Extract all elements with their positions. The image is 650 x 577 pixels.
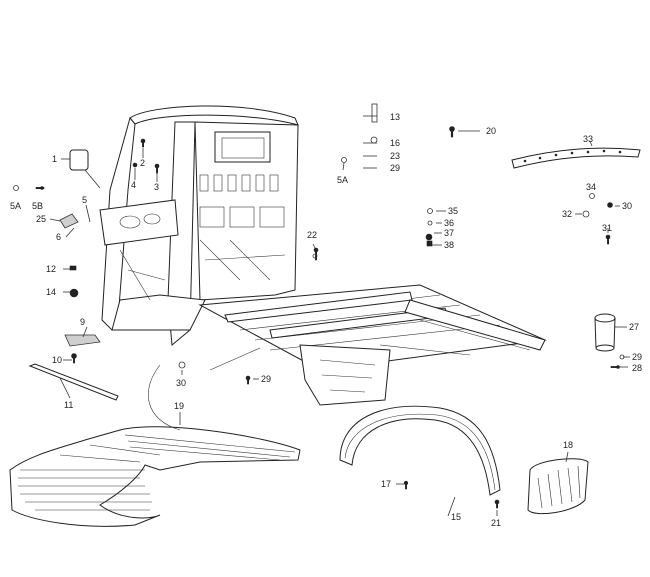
floor-mat (9, 426, 301, 527)
label-16: 16 (390, 138, 400, 148)
label-29-right: 29 (632, 352, 642, 362)
label-19: 19 (174, 401, 184, 411)
label-6: 6 (56, 232, 61, 242)
label-30-right: 30 (622, 201, 632, 211)
label-21: 21 (491, 518, 501, 528)
label-1: 1 (52, 154, 57, 164)
label-20: 20 (486, 126, 496, 136)
label-10: 10 (52, 355, 62, 365)
bracket-25 (59, 213, 79, 229)
label-25: 25 (36, 214, 46, 224)
label-22: 22 (307, 230, 317, 240)
label-28: 28 (632, 363, 642, 373)
mirror-1 (69, 149, 101, 189)
label-12: 12 (46, 264, 56, 274)
label-14: 14 (46, 287, 56, 297)
label-27: 27 (629, 322, 639, 332)
label-18: 18 (563, 440, 573, 450)
fender (339, 405, 501, 496)
label-9: 9 (80, 317, 85, 327)
label-35: 35 (448, 206, 458, 216)
label-3: 3 (154, 182, 159, 192)
label-15: 15 (451, 512, 461, 522)
label-4: 4 (131, 180, 136, 190)
label-13: 13 (390, 112, 400, 122)
label-29-top: 29 (390, 163, 400, 173)
label-11: 11 (64, 400, 73, 410)
side-grille (527, 458, 589, 515)
label-2: 2 (140, 158, 145, 168)
label-5b: 5B (32, 201, 43, 211)
label-37: 37 (444, 228, 454, 238)
label-5a-right: 5A (337, 175, 348, 185)
roof-strip (511, 147, 641, 169)
label-33: 33 (583, 134, 593, 144)
label-5: 5 (82, 195, 87, 205)
cylinder-part (594, 313, 616, 352)
bracket-9 (64, 334, 101, 347)
label-32: 32 (562, 209, 572, 219)
label-36: 36 (444, 218, 454, 228)
label-17: 17 (381, 479, 391, 489)
label-34: 34 (586, 182, 596, 192)
label-23: 23 (390, 151, 400, 161)
label-38: 38 (444, 240, 454, 250)
label-29-mid: 29 (261, 374, 271, 384)
floor-frame (198, 284, 547, 406)
label-31: 31 (602, 223, 612, 233)
label-5a-left: 5A (10, 201, 21, 211)
label-30-mid: 30 (176, 378, 186, 388)
strip-11 (28, 363, 119, 401)
cab-body (99, 105, 299, 346)
